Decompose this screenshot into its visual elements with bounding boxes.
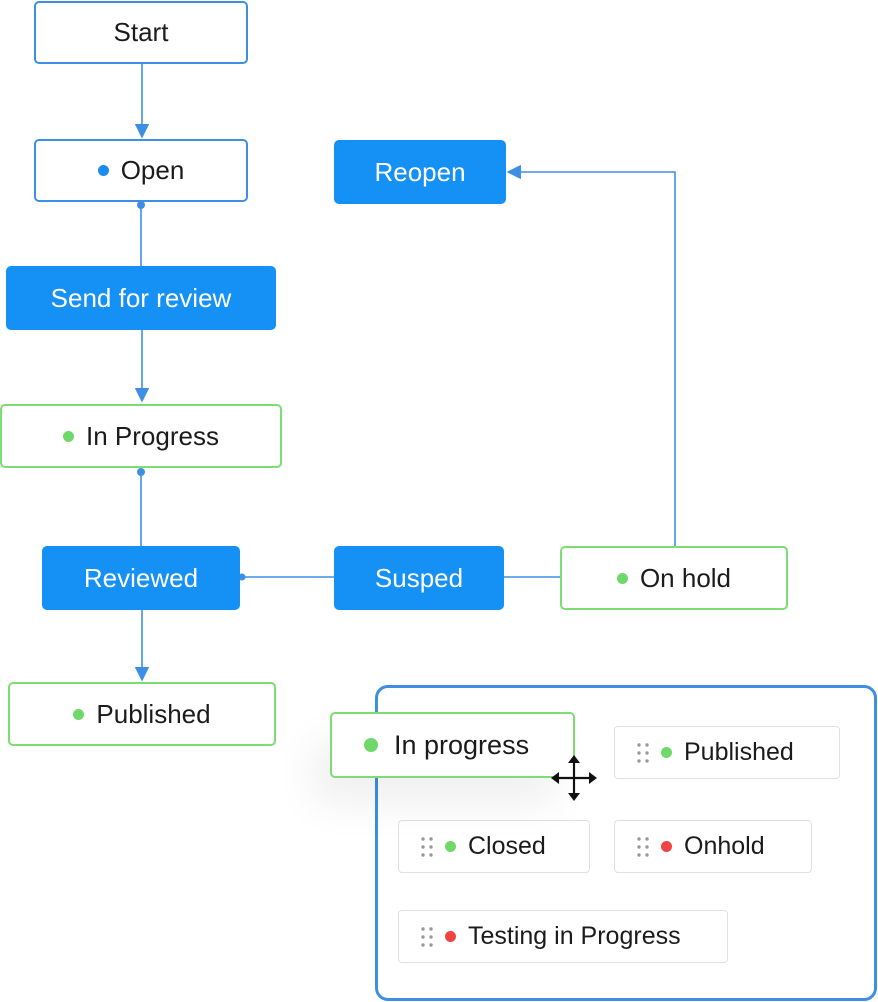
status-dot [445,931,456,942]
drag-handle-icon[interactable] [421,836,433,857]
start-label: Start [113,17,169,47]
drag-handle-icon[interactable] [637,836,649,857]
status-dot [616,572,628,584]
move-cursor-icon [551,755,597,801]
chip-onhold[interactable]: Onhold [614,820,812,873]
transition-send-for-review[interactable]: Send for review [6,266,276,330]
chip-testing-label: Testing in Progress [468,922,681,950]
start-node[interactable]: Start [34,1,248,64]
transition-reopen[interactable]: Reopen [334,140,506,204]
transition-send-for-review-label: Send for review [50,282,232,313]
status-dot [73,708,85,720]
status-dot [97,165,109,176]
transition-susped-label: Susped [374,562,464,593]
status-dot [661,841,672,852]
drag-handle-icon[interactable] [637,742,649,763]
status-in-progress-label: In Progress [86,420,219,451]
chip-testing-in-progress[interactable]: Testing in Progress [398,910,728,963]
status-on-hold-label: On hold [639,562,732,593]
status-in-progress[interactable]: In Progress [0,404,282,468]
status-dot [661,747,672,758]
dragged-status-label: In progress [394,729,530,760]
chip-onhold-label: Onhold [684,832,765,860]
status-dot [364,738,378,752]
dragged-status-card[interactable]: In progress [330,712,575,778]
status-published[interactable]: Published [8,682,276,746]
status-on-hold[interactable]: On hold [560,546,788,610]
chip-published-label: Published [684,738,794,766]
drag-handle-icon[interactable] [421,926,433,947]
transition-reviewed[interactable]: Reviewed [42,546,240,610]
chip-closed-label: Closed [468,832,546,860]
status-dot [445,841,456,852]
status-dot [63,430,75,442]
transition-susped[interactable]: Susped [334,546,504,610]
transition-reopen-label: Reopen [374,156,466,187]
status-open[interactable]: Open [34,139,248,202]
chip-closed[interactable]: Closed [398,820,590,873]
status-open-label: Open [120,155,185,185]
status-published-label: Published [96,698,211,729]
transition-reviewed-label: Reviewed [83,562,199,593]
chip-published[interactable]: Published [614,726,840,779]
edge-onhold-reopen [506,164,676,546]
